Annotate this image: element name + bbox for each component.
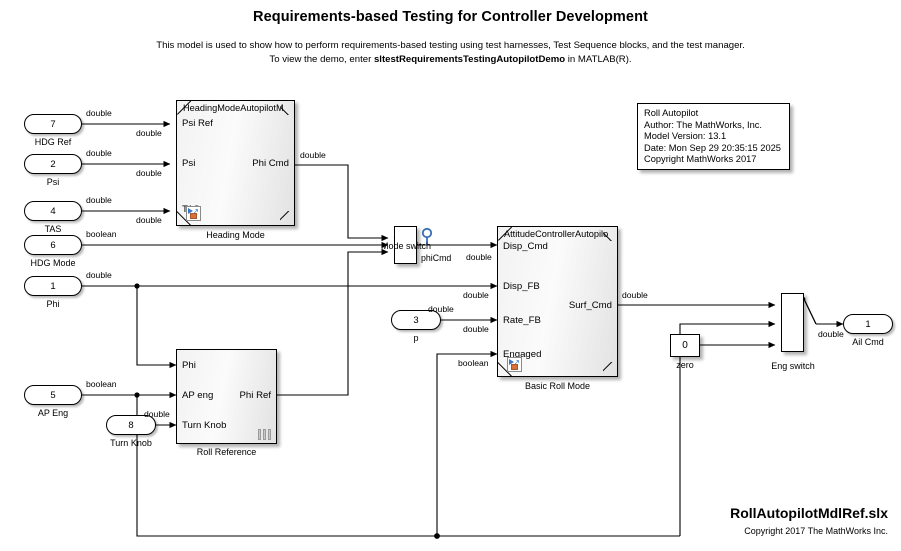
constant-value: 0 [682,340,688,351]
annotation-line-4: Date: Mon Sep 29 20:35:15 2025 [644,142,781,153]
inport-number: 6 [50,239,56,251]
block-basic-roll-mode[interactable]: AttitudeControllerAutopilo Disp_Cmd Disp… [497,226,618,377]
inport-label-hdg-mode: HDG Mode [30,258,76,268]
model-ref-arrow-icon: ↗ [192,207,199,216]
signal-type-hdg-ref: double [86,108,112,118]
inport-number: 1 [50,280,56,292]
signal-type-psi-ref-in: double [136,128,162,138]
signal-type-tas-in: double [136,215,162,225]
block-header-heading-mode: HeadingModeAutopilotM [183,103,284,113]
signal-type-p: double [428,304,454,314]
port-label-rate-fb: Rate_FB [503,315,541,326]
inport-label-phi: Phi [46,299,60,309]
inport-label-tas: TAS [44,224,62,234]
port-label-ap-eng-in: AP eng [182,390,214,401]
port-label-engaged: Engaged [503,349,542,360]
signal-type-phi: double [86,270,112,280]
block-mode-switch[interactable] [394,226,417,264]
block-name-roll-reference: Roll Reference [196,447,257,457]
block-eng-switch[interactable] [781,293,804,352]
signal-type-turn-knob: double [144,409,170,419]
inport-number: 2 [50,158,56,170]
port-label-disp-fb: Disp_FB [503,281,540,292]
inport-hdg-mode[interactable]: 6 [24,235,82,255]
port-label-turn-knob-in: Turn Knob [182,420,227,431]
model-info-annotation: Roll Autopilot Author: The MathWorks, In… [637,103,790,170]
signal-type-ail-cmd: double [818,329,844,339]
inport-number: 3 [413,314,419,326]
inport-ap-eng[interactable]: 5 [24,385,82,405]
inport-label-turn-knob: Turn Knob [110,438,152,448]
annotation-line-1: Roll Autopilot [644,108,699,118]
inport-hdg-ref[interactable]: 7 [24,114,82,134]
inport-tas[interactable]: 4 [24,201,82,221]
port-label-disp-cmd: Disp_Cmd [503,241,548,252]
block-name-zero: zero [676,360,694,370]
model-ref-arrow-icon: ↗ [513,358,520,367]
port-label-phi-ref-out: Phi Ref [239,390,271,401]
annotation-line-5: Copyright MathWorks 2017 [644,154,757,165]
demo-command: sltestRequirementsTestingAutopilotDemo [373,54,566,65]
block-name-basic-roll-mode: Basic Roll Mode [524,381,591,391]
signal-type-rate-fb: double [463,324,489,334]
subtitle-line-2: To view the demo, enter sltestRequiremen… [0,53,901,67]
block-header-basic-roll-mode: AttitudeControllerAutopilo [504,229,609,239]
inport-phi[interactable]: 1 [24,276,82,296]
inport-number: 4 [50,205,56,217]
block-zero-constant[interactable]: 0 [670,334,700,357]
annotation-line-3: Model Version: 13.1 [644,131,727,142]
subtitle-line-1: This model is used to show how to perfor… [156,40,745,51]
protected-model-icon: ↗ [186,206,201,221]
signal-type-disp-cmd: double [466,252,492,262]
test-point-marker [421,227,433,245]
signal-type-psi: double [86,148,112,158]
model-filename: RollAutopilotMdlRef.slx [730,505,888,521]
inport-psi[interactable]: 2 [24,154,82,174]
port-label-surf-cmd: Surf_Cmd [568,300,612,311]
subtitle-post: in MATLAB(R). [565,54,632,65]
test-sequence-icon [258,429,271,440]
inport-label-hdg-ref: HDG Ref [34,137,72,147]
outport-ail-cmd[interactable]: 1 [843,314,893,334]
block-heading-mode[interactable]: HeadingModeAutopilotM Psi Ref Psi TAS Ph… [176,100,295,226]
inport-p[interactable]: 3 [391,310,441,330]
subtitle-pre: To view the demo, enter [269,54,374,65]
signal-type-hdg-mode: boolean [86,229,117,239]
page-title: Requirements-based Testing for Controlle… [253,9,648,25]
signal-type-tas: double [86,195,112,205]
block-name-mode-switch: Mode switch [380,241,432,251]
corner-cut-icon [280,211,294,225]
protected-model-icon: ↗ [507,357,522,372]
block-roll-reference[interactable]: Phi AP eng Turn Knob Phi Ref [176,349,277,444]
port-label-psi: Psi [182,158,196,169]
model-copyright: Copyright 2017 The MathWorks Inc. [744,526,888,536]
port-label-phi-in: Phi [182,360,196,371]
inport-label-p: p [413,333,419,343]
annotation-line-2: Author: The MathWorks, Inc. [644,119,762,130]
port-label-psi-ref: Psi Ref [182,118,213,129]
testpoint-label-phicmd: phiCmd [421,253,452,263]
inport-label-psi: Psi [46,177,60,187]
signal-type-engaged: boolean [458,358,489,368]
block-name-eng-switch: Eng switch [771,361,815,371]
signal-type-disp-fb: double [463,290,489,300]
signal-type-ap-eng: boolean [86,379,117,389]
inport-number: 8 [128,419,134,431]
port-label-phi-cmd: Phi Cmd [252,158,289,169]
outport-number: 1 [865,318,871,330]
outport-label-ail-cmd: Ail Cmd [852,337,884,347]
inport-turn-knob[interactable]: 8 [106,415,156,435]
signal-type-surf-cmd: double [622,290,648,300]
corner-cut-icon [603,362,617,376]
inport-label-ap-eng: AP Eng [37,408,69,418]
block-name-heading-mode: Heading Mode [206,230,265,240]
inport-number: 7 [50,118,56,130]
signal-type-phi-cmd: double [300,150,326,160]
page-subtitle: This model is used to show how to perfor… [0,39,901,67]
inport-number: 5 [50,389,56,401]
signal-type-psi-in: double [136,168,162,178]
